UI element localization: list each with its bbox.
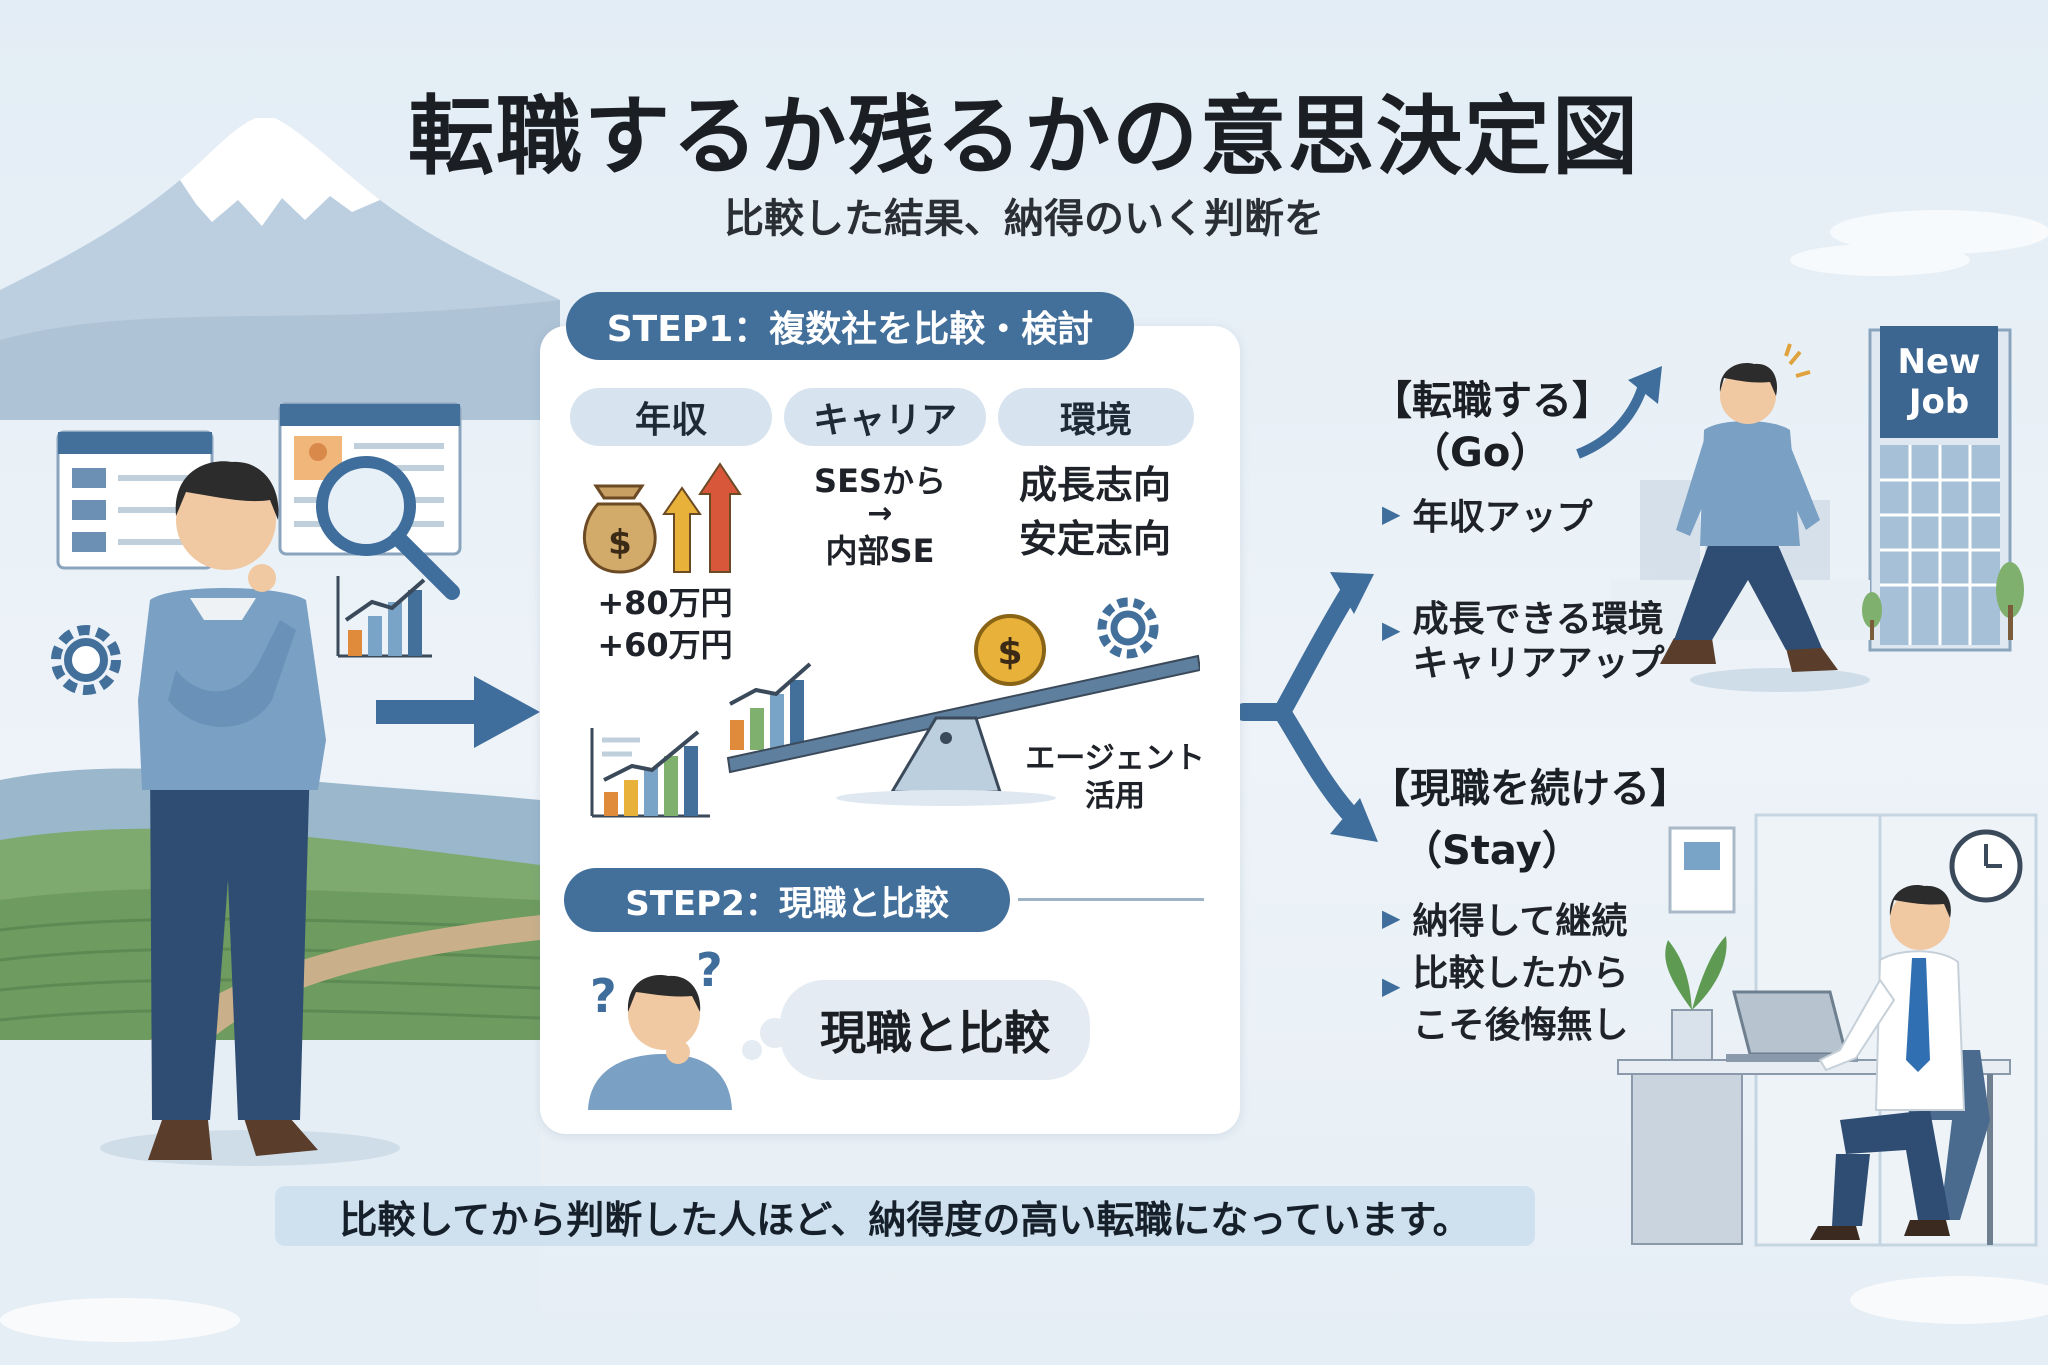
go-bullet-1: ▶ 年収アップ	[1382, 488, 1592, 540]
bullet-triangle-icon: ▶	[1382, 500, 1401, 528]
money-bag-icon: $	[582, 484, 657, 574]
thought-dot-small	[742, 1040, 762, 1060]
category-pill-environment: 環境	[998, 388, 1194, 446]
stay-bullet-1: ▶ 納得して継続	[1382, 892, 1627, 944]
go-heading: 【転職する】	[1372, 378, 1612, 424]
category-pill-career: キャリア	[784, 388, 986, 446]
stay-bullet-1-text: 納得して継続	[1412, 901, 1628, 942]
stay-subheading: （Stay）	[1402, 828, 1582, 874]
bar-chart-icon	[590, 728, 710, 818]
new-job-sign-line-1: New	[1897, 342, 1981, 382]
income-value-2: +60万円	[597, 626, 733, 664]
stay-heading: 【現職を続ける】	[1370, 766, 1690, 812]
dollar-coin-icon: $	[974, 614, 1046, 686]
category-pill-income: 年収	[570, 388, 772, 446]
up-arrow-icon	[662, 462, 742, 573]
environment-line-2: 安定志向	[1018, 517, 1171, 561]
go-bullet-2-text: 成長できる環境 キャリアアップ	[1412, 599, 1665, 684]
go-subheading: （Go）	[1410, 430, 1551, 476]
thinking-person-illustration: ? ?	[588, 943, 732, 1110]
coin-dollar-symbol: $	[997, 632, 1022, 673]
plant-icon	[1665, 936, 1727, 1061]
income-illustration: $	[582, 462, 742, 574]
step2-label: STEP2：現職と比較	[564, 868, 1010, 932]
question-mark-left: ?	[590, 969, 617, 1023]
thought-bubble: 現職と比較	[780, 980, 1090, 1080]
dollar-symbol: $	[608, 523, 632, 563]
mountain-icon	[0, 118, 560, 420]
stay-bullet-2-text: 比較したから こそ後悔無し	[1412, 953, 1629, 1046]
career-line-1: SESから	[814, 462, 946, 500]
step2-divider	[1018, 898, 1204, 901]
gear-icon	[1097, 597, 1159, 659]
page-subtitle: 比較した結果、納得のいく判断を	[724, 196, 1324, 242]
bar-chart-icon	[336, 576, 432, 658]
plant-icon	[1862, 562, 2024, 640]
new-job-sign-line-2: Job	[1908, 382, 1970, 422]
page-title: 転職するか残るかの意思決定図	[408, 87, 1640, 187]
bullet-triangle-icon: ▶	[1382, 904, 1401, 932]
gear-icon	[51, 625, 121, 695]
environment-line-1: 成長志向	[1018, 463, 1171, 507]
bullet-triangle-icon: ▶	[1382, 616, 1401, 644]
step1-label: STEP1：複数社を比較・検討	[566, 292, 1134, 360]
income-value-1: +80万円	[597, 584, 733, 622]
question-mark-right: ?	[696, 943, 723, 997]
go-bullet-2: ▶ 成長できる環境 キャリアアップ	[1382, 598, 1664, 686]
bar-chart-icon	[729, 662, 812, 750]
magnifier-icon	[316, 456, 460, 600]
clock-icon	[1949, 829, 2023, 903]
new-job-sign: New Job	[1880, 326, 1998, 438]
agent-line-2: 活用	[1085, 779, 1145, 814]
bullet-triangle-icon: ▶	[1382, 972, 1401, 1000]
footer-banner: 比較してから判断した人ほど、納得度の高い転職になっています。	[275, 1186, 1535, 1246]
agent-line-1: エージェント	[1025, 741, 1205, 776]
stay-bullet-2: ▶ 比較したから こそ後悔無し	[1382, 948, 1628, 1052]
career-line-3: 内部SE	[825, 532, 935, 570]
go-bullet-1-text: 年収アップ	[1412, 497, 1593, 538]
seesaw-illustration: $	[590, 597, 1200, 818]
seesaw-icon	[726, 654, 1200, 806]
career-line-2: →	[867, 496, 893, 531]
